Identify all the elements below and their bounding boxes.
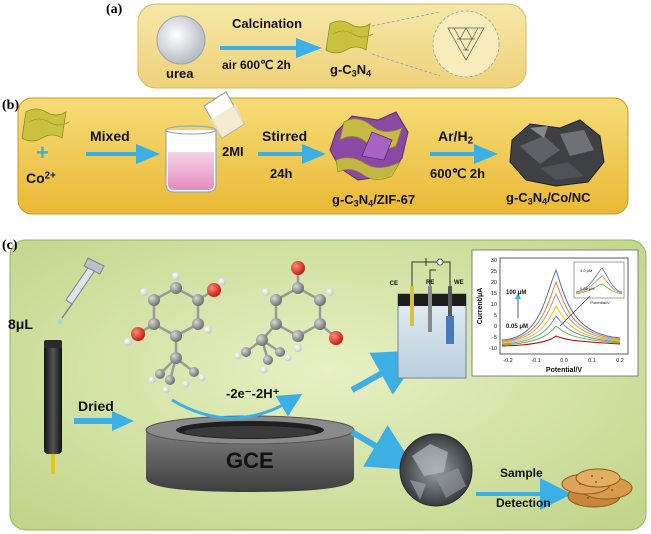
- redox-curved-arrow: [171, 393, 303, 420]
- working-electrode: [44, 340, 62, 474]
- g-c3n4-sheet-a: [325, 20, 374, 54]
- pink-beaker: [165, 125, 217, 193]
- g-c3n4-label: g-C3N4: [330, 62, 371, 78]
- cell-ce-label: CE: [390, 281, 398, 287]
- mini-x-label: Potential/V: [590, 300, 610, 305]
- y-tick: -5: [492, 335, 497, 341]
- reaction-label: -2e⁻-2H⁺: [226, 386, 280, 401]
- dried-arrow: [74, 411, 134, 431]
- annealing-arrow: [430, 144, 498, 164]
- cobalt-ion-label: Co2+: [26, 170, 56, 186]
- plus-sign: +: [36, 140, 49, 165]
- cell-we-label: WE: [454, 280, 464, 286]
- formula-sub: 3: [351, 68, 357, 79]
- x-tick: -0.1: [531, 358, 540, 364]
- pouring-beaker: [203, 91, 245, 139]
- sample-label: Sample: [500, 466, 543, 480]
- y-tick: 30: [491, 258, 497, 264]
- calcination-condition: air 600℃ 2h: [222, 58, 291, 72]
- formula-sub: 4: [366, 68, 372, 79]
- calcination-label: Calcination: [232, 16, 303, 31]
- panel-a-label: (a): [106, 2, 123, 17]
- zoom-line-top: [371, 11, 441, 27]
- mini-low-label: 0.05 μM: [580, 286, 595, 291]
- mini-high-label: 4.0 μM: [580, 268, 592, 273]
- formula-sub: 4: [542, 196, 548, 207]
- dpv-inset-chart: [471, 249, 639, 377]
- calcination-arrow: [220, 38, 322, 58]
- inset-x-ticks: -0.2 -0.1 0.0 0.1 0.2: [503, 358, 624, 364]
- formula-base: g-C: [506, 190, 528, 205]
- y-tick: 5: [494, 313, 497, 319]
- sem-micrograph: [399, 433, 473, 507]
- structure-zoom-circle: [432, 10, 500, 78]
- x-tick: 0.0: [560, 358, 568, 364]
- arrow-to-cell: [350, 350, 423, 395]
- y-tick: 0: [494, 324, 497, 330]
- anneal-condition: 600℃ 2h: [430, 166, 486, 181]
- reagent-label: 2MI: [222, 144, 244, 159]
- y-tick: 10: [491, 302, 497, 308]
- detection-label: Detection: [496, 496, 551, 510]
- stirred-label: Stirred: [262, 128, 308, 144]
- y-tick: 25: [491, 269, 497, 275]
- biscuit-samples: [561, 468, 633, 508]
- oxidized-molecule: [234, 261, 343, 374]
- y-tick: 20: [491, 280, 497, 286]
- formula-mid: N: [358, 192, 369, 207]
- reduced-molecule: [124, 272, 226, 394]
- formula-mid: N: [356, 62, 367, 77]
- g-c3n4-co-nc-label: g-C3N4/Co/NC: [506, 190, 591, 206]
- gce-label: GCE: [226, 448, 274, 473]
- zoom-line-bottom: [371, 53, 441, 77]
- y-tick: -10: [489, 346, 497, 352]
- g-c3n4-zif67-label: g-C3N4/ZIF-67: [332, 192, 415, 208]
- inset-high-label: 100 μM: [506, 290, 526, 296]
- co-sup: 2+: [44, 170, 56, 182]
- gas-label: Ar/H2: [438, 128, 473, 146]
- panel-b-label: (b): [2, 98, 20, 113]
- arrow-to-sem: [350, 425, 417, 471]
- formula-sub: 3: [353, 198, 359, 209]
- electrochemical-cell: [397, 258, 467, 379]
- co-base: Co: [26, 170, 45, 186]
- inset-low-label: 0.05 μM: [506, 324, 528, 330]
- gas-base: Ar/H: [438, 128, 468, 144]
- formula-mid: N: [532, 190, 543, 205]
- cobalt-nc-product: [509, 119, 605, 187]
- mixed-label: Mixed: [90, 128, 130, 144]
- g-c3n4-sheet-b: [21, 108, 70, 142]
- formula-sub: 4: [368, 198, 374, 209]
- urea-label: urea: [166, 66, 194, 81]
- formula-sub: 3: [527, 196, 533, 207]
- formula-tail: /Co/NC: [547, 190, 591, 205]
- volume-label: 8μL: [8, 316, 33, 332]
- zif67-composite: [329, 111, 409, 181]
- gce-disk: [145, 415, 355, 492]
- panel-c-label: (c): [2, 238, 18, 253]
- x-tick: 0.1: [588, 358, 596, 364]
- dried-label: Dried: [78, 398, 114, 414]
- inset-x-label: Potential/V: [546, 367, 583, 374]
- x-tick: -0.2: [503, 358, 512, 364]
- inset-y-ticks: 30 25 20 15 10 5 0 -5 -10: [489, 258, 497, 352]
- stirred-arrow: [258, 144, 326, 164]
- urea-powder: [156, 15, 206, 65]
- triangular-lattice: [447, 27, 485, 61]
- x-tick: 0.2: [616, 358, 624, 364]
- formula-base: g-C: [332, 192, 354, 207]
- cell-re-label: RE: [426, 280, 434, 286]
- y-tick: 15: [491, 291, 497, 297]
- formula-tail: /ZIF-67: [373, 192, 416, 207]
- formula-base: g-C: [330, 62, 352, 77]
- stirred-time: 24h: [270, 166, 293, 181]
- mixed-arrow: [86, 144, 160, 164]
- gas-sub: 2: [467, 135, 474, 147]
- inset-y-label: Current/μA: [477, 288, 484, 325]
- pipette: [57, 257, 105, 325]
